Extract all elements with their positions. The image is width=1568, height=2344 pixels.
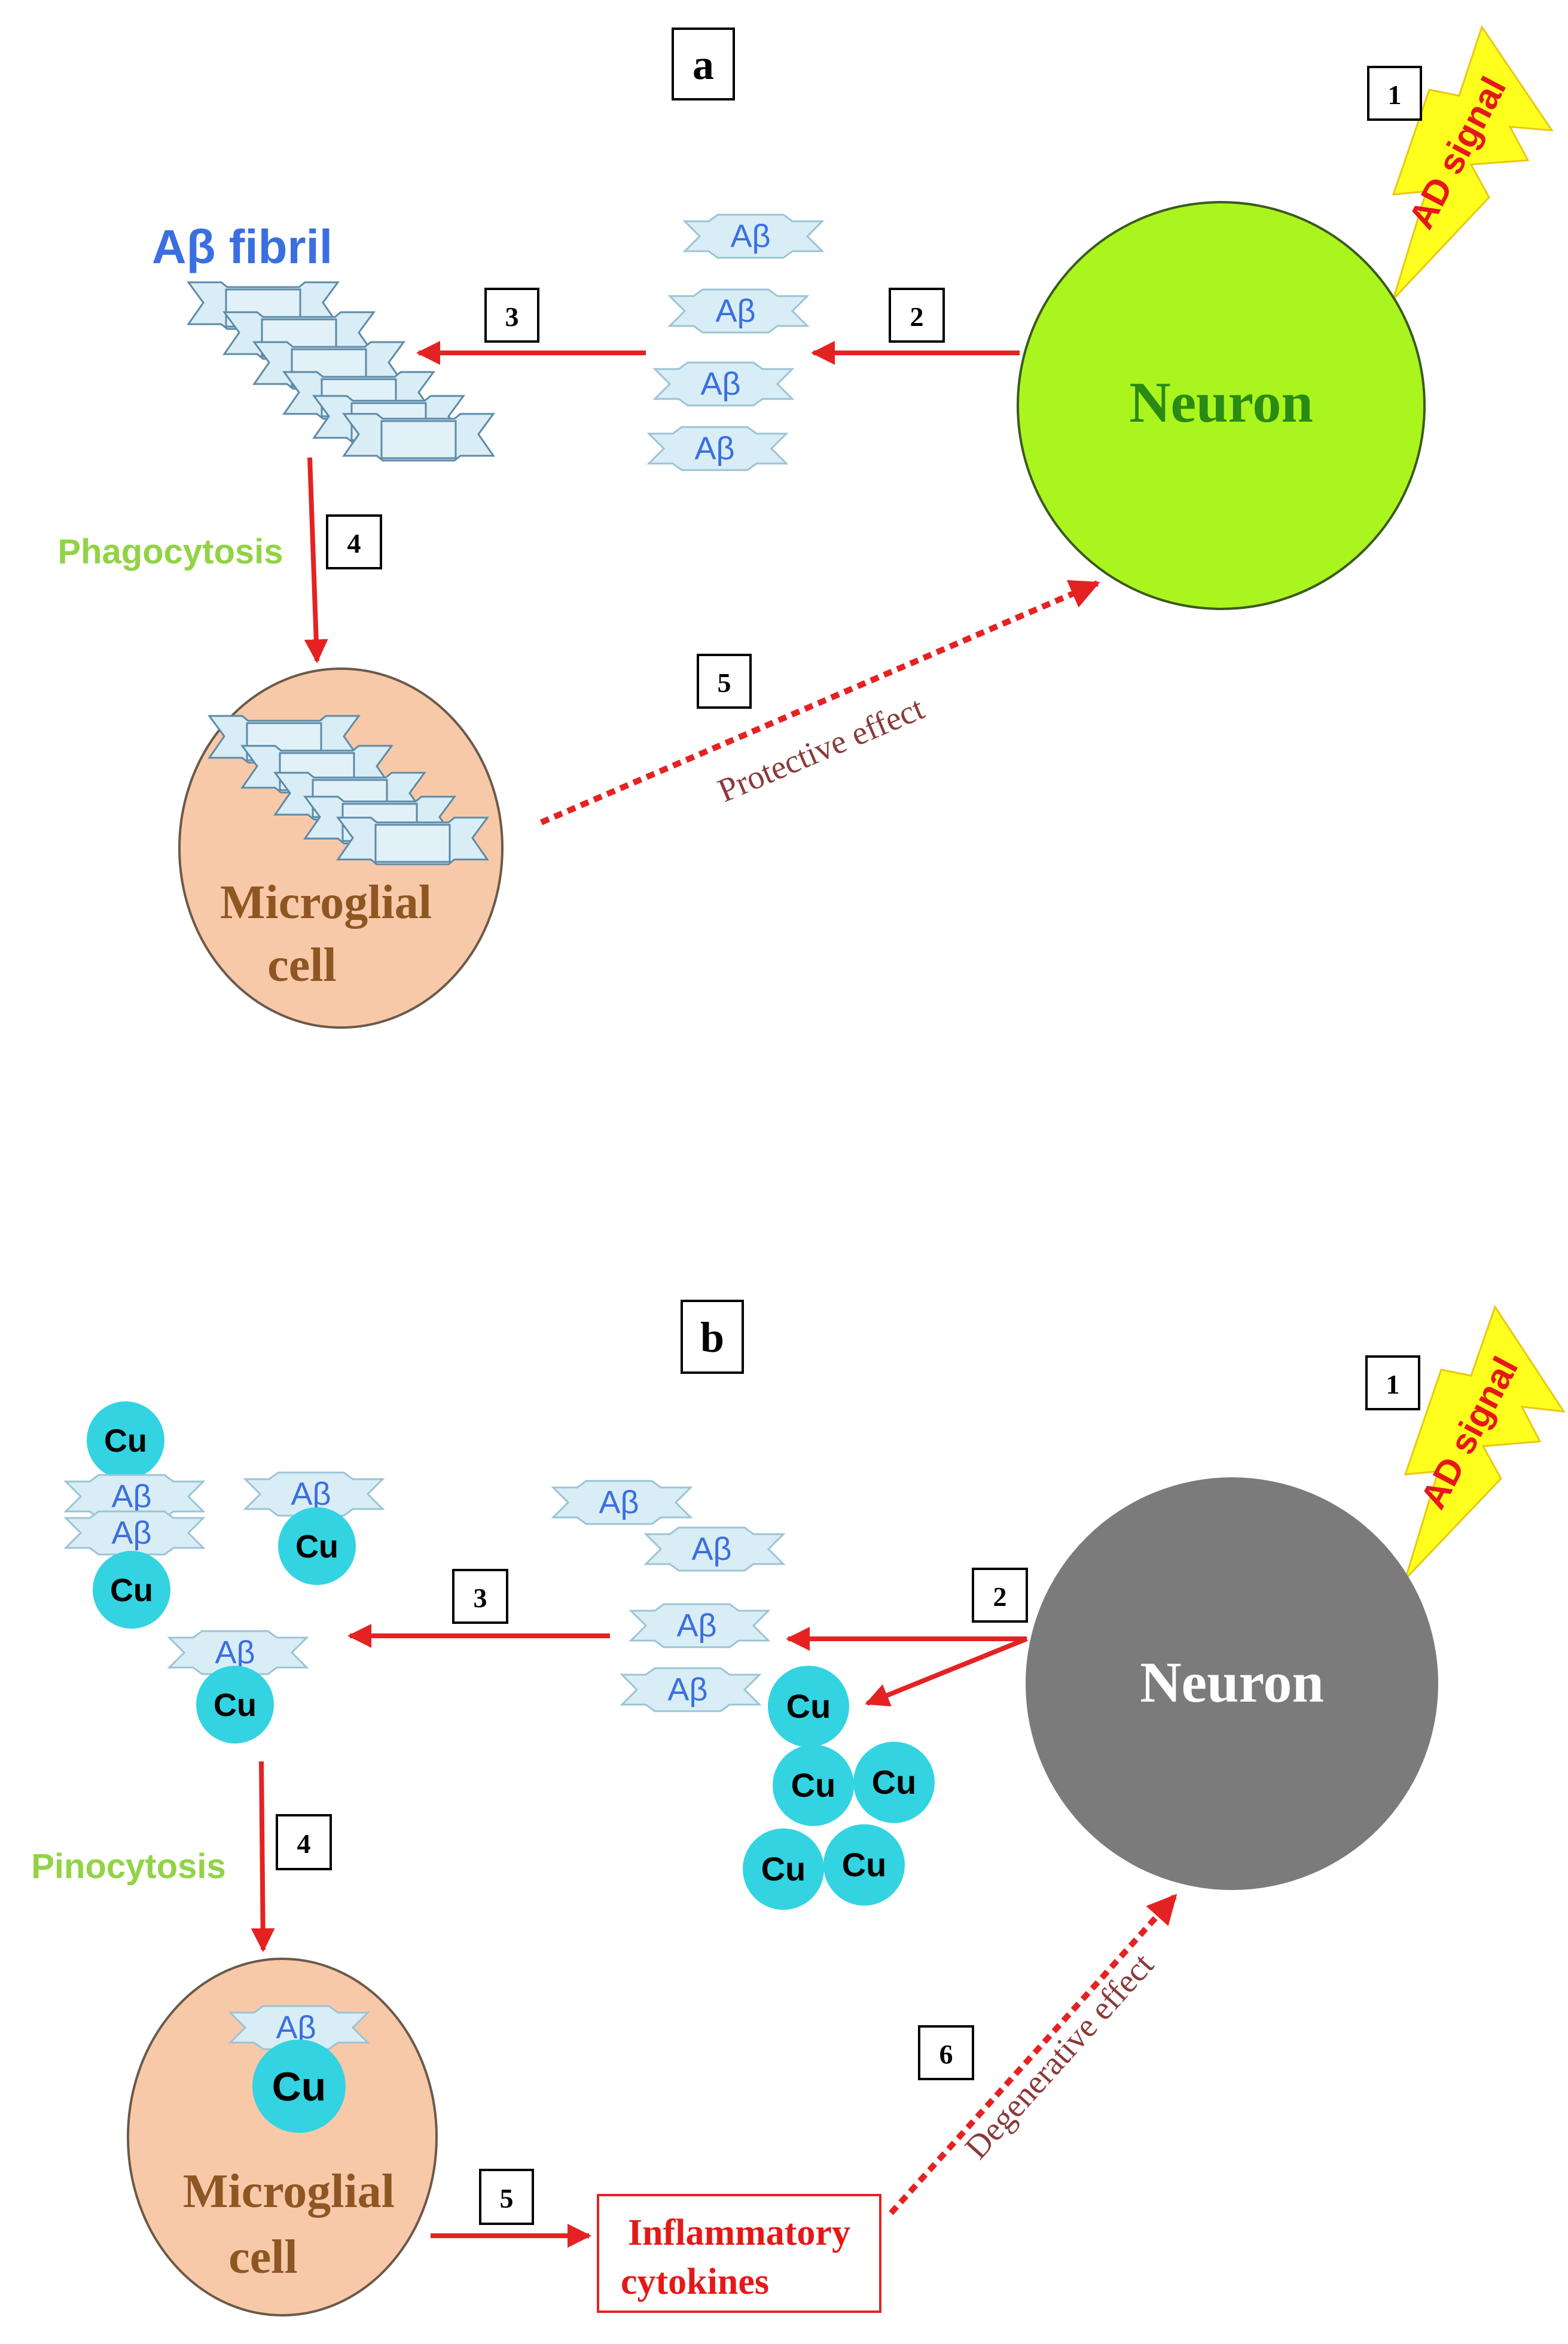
- ab-monomer-a-1: Aβ: [684, 214, 823, 259]
- arrow-a-5: [540, 580, 1100, 825]
- svg-text:Aβ: Aβ: [691, 1531, 731, 1567]
- svg-text:Aβ: Aβ: [291, 1476, 331, 1512]
- cu-ab-complex-2: Aβ Cu: [168, 1630, 308, 1743]
- svg-text:Cu: Cu: [761, 1850, 806, 1888]
- ad-signal-bolt-a: [1392, 25, 1554, 300]
- effect-label-b: Degenerative effect: [958, 1946, 1161, 2166]
- cytokines-label-1: Inflammatory: [628, 2212, 850, 2253]
- cytokines-label-2: cytokines: [621, 2261, 769, 2302]
- svg-text:Aβ: Aβ: [111, 1479, 151, 1514]
- ab-monomer-b-2: Aβ: [645, 1526, 785, 1572]
- svg-text:4: 4: [297, 1828, 311, 1859]
- svg-text:Cu: Cu: [842, 1846, 887, 1883]
- svg-text:2: 2: [993, 1581, 1007, 1612]
- step-box-b-3: 3: [452, 1569, 508, 1624]
- svg-text:1: 1: [1388, 80, 1402, 110]
- svg-text:Aβ: Aβ: [730, 218, 770, 254]
- ab-fibril: [187, 281, 495, 462]
- step-box-b-5: 5: [479, 2169, 534, 2225]
- svg-text:2: 2: [910, 301, 924, 332]
- svg-text:3: 3: [505, 301, 519, 332]
- ab-monomer-a-3: Aβ: [654, 361, 794, 407]
- svg-text:Cu: Cu: [213, 1687, 257, 1723]
- svg-text:Aβ: Aβ: [599, 1485, 639, 1520]
- panel-a-label-box: [672, 28, 735, 100]
- svg-text:4: 4: [347, 528, 361, 559]
- neuron-a: [1017, 201, 1426, 610]
- step-box-a-3: 3: [484, 288, 539, 343]
- arrow-b-2b: [865, 1636, 1028, 1707]
- step-box-a-4: 4: [326, 514, 382, 569]
- arrow-a-4: [304, 457, 328, 663]
- panel-b-label-box: [681, 1300, 744, 1374]
- svg-text:5: 5: [500, 2183, 514, 2214]
- panel-b: b AD signal 1 2 3 4 5 6 Neuron: [31, 1300, 1566, 2316]
- cu-ion-4: Cu: [743, 1828, 824, 1910]
- ab-monomer-b-1: Aβ: [552, 1480, 692, 1525]
- svg-text:Cu: Cu: [786, 1687, 831, 1725]
- internalized-cu-ab: Aβ Cu: [229, 2005, 369, 2133]
- svg-text:3: 3: [474, 1583, 487, 1613]
- microglia-b-label-2: cell: [228, 2231, 297, 2284]
- svg-text:Aβ: Aβ: [215, 1635, 255, 1671]
- svg-text:Aβ: Aβ: [676, 1608, 716, 1644]
- cu-ion-3: Cu: [853, 1742, 935, 1823]
- svg-text:Aβ: Aβ: [276, 2010, 316, 2046]
- cu-ab-dimer-complex: Cu Aβ Aβ Cu: [65, 1401, 205, 1629]
- cu-ab-complex-1: Aβ Cu: [244, 1471, 384, 1585]
- svg-text:Cu: Cu: [104, 1423, 147, 1459]
- svg-text:5: 5: [718, 667, 731, 698]
- step-box-b-4: 4: [276, 1814, 332, 1870]
- cytokines-box: [597, 2194, 881, 2313]
- svg-text:Aβ: Aβ: [715, 293, 755, 329]
- svg-text:Cu: Cu: [872, 1763, 917, 1801]
- step-box-a-2: 2: [889, 288, 945, 343]
- microglia-b-label-1: Microglial: [183, 2165, 395, 2218]
- neuron-b: [1026, 1477, 1438, 1890]
- neuron-b-label: Neuron: [1140, 1650, 1324, 1714]
- svg-text:6: 6: [939, 2039, 953, 2069]
- ab-monomer-b-3: Aβ: [630, 1603, 770, 1648]
- step-box-b-1: 1: [1365, 1355, 1420, 1410]
- step-box-b-6: 6: [918, 2025, 974, 2080]
- cu-ion-5: Cu: [823, 1824, 905, 1906]
- fibril-label: Aβ fibril: [152, 220, 332, 273]
- ad-signal-bolt-b: [1404, 1304, 1566, 1580]
- svg-text:Cu: Cu: [295, 1529, 338, 1565]
- panel-b-label: b: [700, 1313, 724, 1361]
- svg-text:Cu: Cu: [272, 2064, 327, 2110]
- svg-text:Cu: Cu: [110, 1572, 153, 1608]
- step-box-a-5: 5: [697, 654, 752, 709]
- step-box-b-2: 2: [972, 1568, 1028, 1623]
- ab-monomer-a-2: Aβ: [669, 288, 809, 334]
- svg-text:Aβ: Aβ: [667, 1672, 707, 1708]
- ab-monomer-b-4: Aβ: [621, 1667, 761, 1712]
- cu-ion-1: Cu: [768, 1666, 849, 1747]
- svg-text:Aβ: Aβ: [700, 366, 740, 402]
- microglia-a-label-1: Microglial: [220, 876, 432, 929]
- process-label-a: Phagocytosis: [57, 532, 283, 571]
- svg-text:1: 1: [1386, 1369, 1400, 1400]
- panel-a: a AD signal 1 2 3 4 5 Neuron Aβ Aβ: [57, 25, 1554, 1029]
- step-box-a-1: 1: [1367, 66, 1422, 121]
- panel-a-label: a: [693, 41, 714, 89]
- cu-ion-2: Cu: [773, 1745, 854, 1826]
- process-label-b: Pinocytosis: [31, 1847, 226, 1886]
- microglia-b: [127, 1958, 438, 2316]
- svg-text:Aβ: Aβ: [694, 431, 734, 467]
- neuron-a-label: Neuron: [1129, 370, 1313, 434]
- ab-monomer-a-4: Aβ: [648, 426, 788, 471]
- svg-text:Cu: Cu: [791, 1766, 836, 1804]
- svg-text:Aβ: Aβ: [111, 1515, 151, 1551]
- microglia-a-label-2: cell: [267, 939, 336, 992]
- arrow-b-4: [251, 1761, 275, 1952]
